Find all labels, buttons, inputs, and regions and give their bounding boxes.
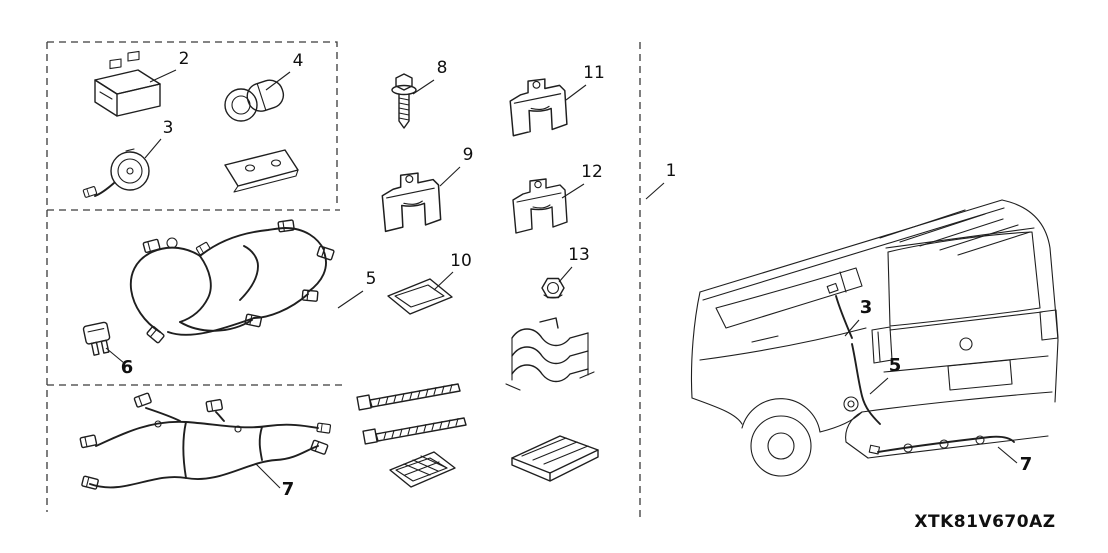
callout-label-5: 5 <box>366 269 377 289</box>
callout-label-4: 4 <box>293 51 304 71</box>
callout-leader-6 <box>105 347 125 364</box>
callout-leader-10 <box>433 271 454 291</box>
car-callout-leader-3 <box>844 319 860 337</box>
callout-leader-4 <box>265 71 291 91</box>
part-buzzer <box>82 148 150 199</box>
callout-label-11: 11 <box>583 63 605 83</box>
callout-label-10: 10 <box>450 251 472 271</box>
car-callout-leader-5 <box>869 377 889 395</box>
callout-leader-3 <box>144 138 162 159</box>
part-code: XTK81V670AZ <box>914 512 1055 532</box>
car-callout-label-3: 3 <box>860 297 873 318</box>
car-callout-label-7: 7 <box>1020 454 1033 475</box>
kit-boundary-top <box>47 41 338 208</box>
vehicle-buzzer-wire <box>826 282 853 339</box>
callout-leader-2 <box>149 69 177 83</box>
callout-label-9: 9 <box>463 145 474 165</box>
vehicle-harness-main-route <box>843 343 881 425</box>
part-harness-sub <box>79 392 332 491</box>
callout-leader-1 <box>645 182 665 200</box>
vehicle-harness-sub-route <box>868 435 1015 455</box>
part-wire-tie-2 <box>362 417 467 445</box>
callout-leader-11 <box>565 84 587 101</box>
part-cloth <box>511 435 599 482</box>
callout-label-2: 2 <box>179 49 190 69</box>
callout-leader-12 <box>561 183 585 199</box>
callout-label-7: 7 <box>282 479 295 500</box>
callout-leader-13 <box>558 266 573 283</box>
vehicle-rear-view <box>690 199 1059 477</box>
callout-label-13: 13 <box>568 245 590 265</box>
part-control-unit <box>94 50 161 117</box>
part-clip-stack <box>505 317 595 391</box>
callout-label-1: 1 <box>666 161 677 181</box>
callout-label-12: 12 <box>581 162 603 182</box>
callout-leader-9 <box>439 166 461 187</box>
car-callout-leader-7 <box>997 446 1018 464</box>
car-callout-label-5: 5 <box>889 355 902 376</box>
part-sensor-bracket <box>224 149 299 193</box>
callout-label-3: 3 <box>163 118 174 138</box>
part-wire-tie-1 <box>356 383 461 411</box>
part-clip-c <box>512 178 568 234</box>
callout-leader-8 <box>412 79 435 95</box>
part-clip-a <box>381 172 442 233</box>
part-nut <box>541 277 565 299</box>
part-template-sheet <box>387 278 453 315</box>
callout-leader-7 <box>255 463 281 489</box>
callout-label-8: 8 <box>437 58 448 78</box>
part-harness-main <box>129 219 335 345</box>
part-clip-b <box>509 78 568 137</box>
part-fuse <box>82 321 111 356</box>
callout-label-6: 6 <box>121 357 134 378</box>
part-bolt <box>391 73 417 129</box>
callout-leader-5 <box>337 290 364 309</box>
part-grid-sheet <box>389 451 456 488</box>
part-sensor <box>224 79 285 122</box>
